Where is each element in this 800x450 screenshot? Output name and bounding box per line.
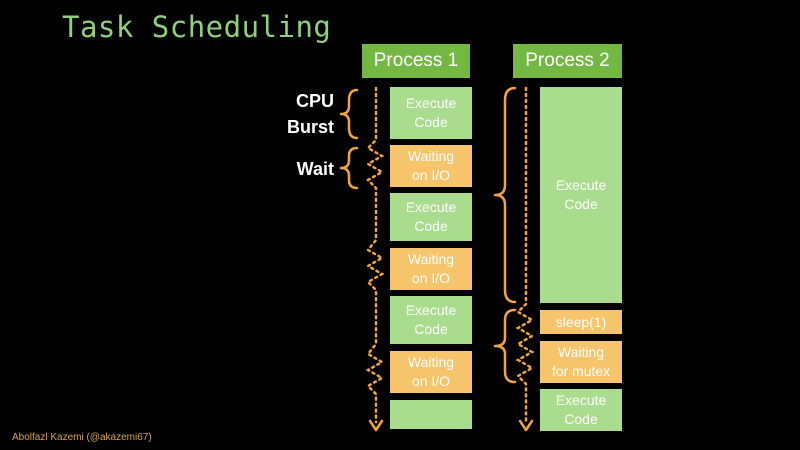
cpu-burst-label: CPU Burst [286, 91, 334, 137]
process1-timeline [365, 86, 385, 424]
process1-wait-block: Waiting on I/O [390, 351, 472, 393]
process2-execute-block: Execute Code [540, 87, 622, 303]
slide-title: Task Scheduling [62, 10, 332, 44]
process1-header: Process 1 [362, 44, 470, 78]
process1-execute-block: Execute Code [390, 193, 472, 241]
author-credit: Abolfazl Kazemi (@akazemi67) [12, 432, 152, 443]
process1-execute-block: Execute Code [390, 87, 472, 139]
process2-timeline [515, 86, 535, 424]
process2-execute-brace [493, 86, 517, 304]
process2-execute-block: Execute Code [540, 389, 622, 431]
process2-wait-brace [493, 308, 517, 384]
wait-brace [339, 146, 359, 190]
process1-execute-block: Execute Code [390, 296, 472, 344]
process2-sleep-block: sleep(1) [540, 310, 622, 334]
process2-wait-block: Waiting for mutex [540, 341, 622, 383]
cpu-burst-brace [339, 88, 359, 140]
process1-wait-block: Waiting on I/O [390, 248, 472, 290]
process1-execute-block [390, 400, 472, 429]
process2-arrowhead [518, 419, 534, 432]
wait-label: Wait [296, 159, 334, 179]
process1-arrowhead [368, 419, 384, 432]
process2-header: Process 2 [513, 44, 622, 78]
process1-wait-block: Waiting on I/O [390, 145, 472, 187]
